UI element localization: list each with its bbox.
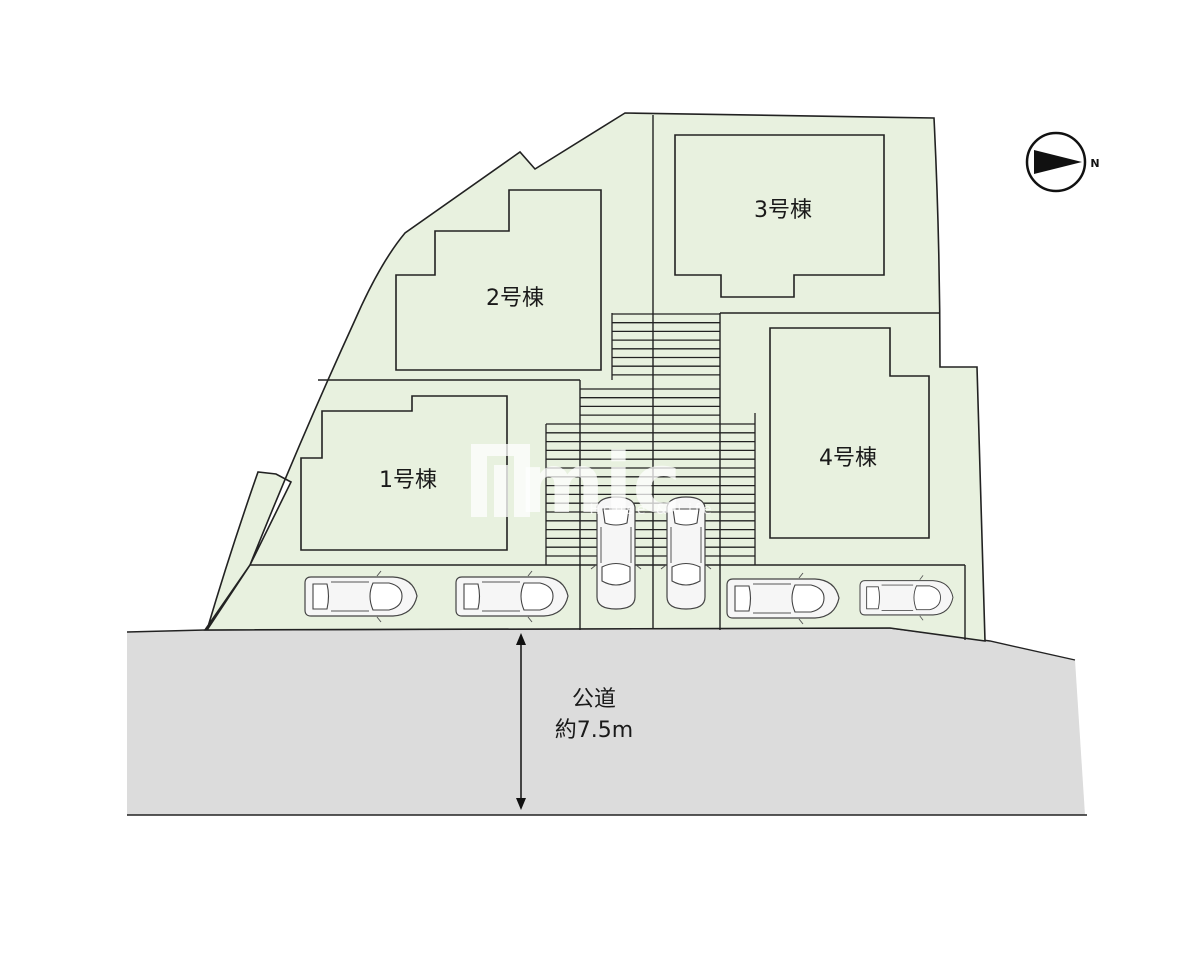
lattice-area: [545, 313, 756, 565]
car-rear-window: [602, 508, 630, 526]
car-rear-window: [463, 583, 481, 610]
car-rear-window: [312, 583, 330, 610]
road-width-label: 約7.5m: [555, 718, 633, 743]
car-mirror: [590, 564, 642, 570]
car-icon: [590, 496, 642, 610]
car-mirror: [660, 564, 712, 570]
car-icon: [726, 572, 840, 625]
north-compass-icon: N: [1025, 131, 1100, 193]
car-rear-window: [734, 585, 752, 612]
car-windshield: [601, 562, 631, 586]
car-windshield: [369, 582, 403, 611]
building-4-label: 4号棟: [819, 446, 877, 471]
road-width-dimension: [516, 633, 526, 810]
watermark-brand: mic: [519, 437, 681, 532]
building-3: 3号棟: [674, 134, 885, 298]
car-windshield: [671, 562, 701, 586]
watermark-logo-icon: [471, 444, 530, 517]
building-4: 4号棟: [769, 327, 930, 539]
car-windshield: [791, 584, 825, 613]
car-windshield: [520, 582, 554, 611]
car-mirror: [527, 570, 533, 623]
car-rear-window: [866, 586, 880, 610]
car-icon: [859, 575, 954, 621]
car-rear-window: [672, 508, 700, 526]
car-mirror: [919, 575, 924, 621]
building-2: 2号棟: [395, 189, 602, 371]
car-mirror: [798, 572, 804, 625]
watermark: mic House & Life: [471, 437, 715, 532]
car-icon: [304, 570, 418, 623]
building-2-label: 2号棟: [486, 286, 544, 311]
car-windshield: [913, 585, 941, 611]
watermark-tagline: House & Life: [590, 502, 715, 518]
building-1-label: 1号棟: [379, 468, 437, 493]
car-icon: [660, 496, 712, 610]
car-mirror: [376, 570, 382, 623]
building-3-label: 3号棟: [754, 198, 812, 223]
car-icon: [455, 570, 569, 623]
compass-north-label: N: [1090, 157, 1099, 170]
road-name: 公道: [572, 687, 616, 712]
